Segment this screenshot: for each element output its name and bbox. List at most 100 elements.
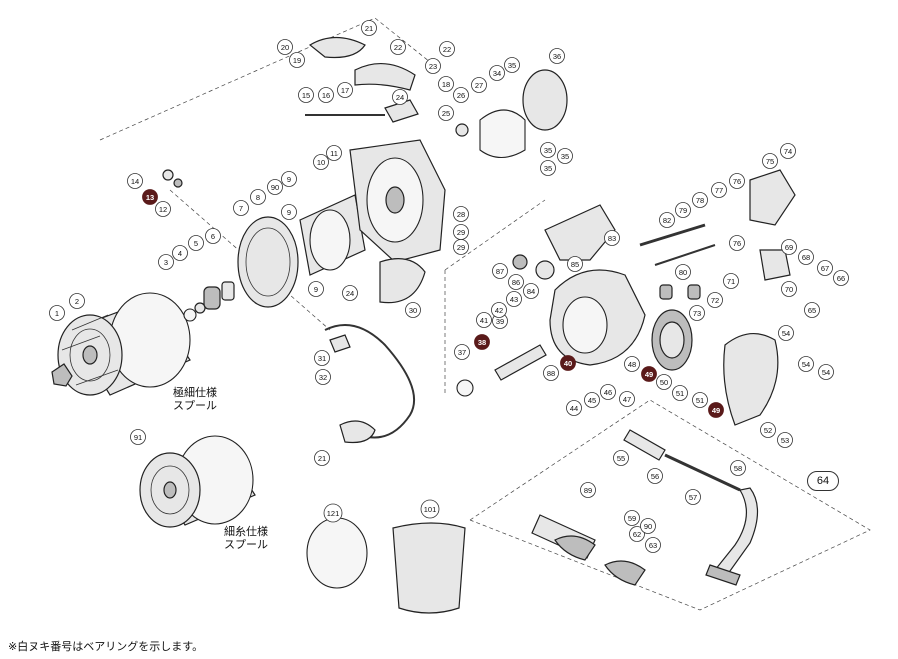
callout-number: 49 (712, 406, 720, 415)
callout-number: 4 (178, 249, 182, 258)
callout-number: 11 (330, 149, 338, 158)
callout-circle (489, 65, 505, 81)
callout-57: 57 (685, 489, 701, 505)
callout-number: 65 (808, 306, 816, 315)
callout-circle (540, 160, 556, 176)
callout-circle (318, 87, 334, 103)
callout-42: 42 (491, 302, 507, 318)
callout-53: 53 (777, 432, 793, 448)
callout-number: 86 (512, 278, 520, 287)
callout-number: 56 (651, 472, 659, 481)
callout-68: 68 (798, 249, 814, 265)
callout-8: 8 (250, 189, 266, 205)
callout-71: 71 (723, 273, 739, 289)
handle-assembly (531, 429, 759, 586)
callout-21: 21 (361, 20, 377, 36)
callout-26: 26 (453, 87, 469, 103)
callout-78: 78 (692, 192, 708, 208)
callout-circle (476, 312, 492, 328)
callout-number: 79 (679, 206, 687, 215)
callout-3: 3 (158, 254, 174, 270)
callout-number: 76 (733, 177, 741, 186)
callout-circle (624, 510, 640, 526)
callout-circle (142, 189, 158, 205)
callout-circle (781, 239, 797, 255)
callout-40: 40 (560, 355, 576, 371)
callout-circle (647, 468, 663, 484)
callout-circle (233, 200, 249, 216)
callout-circle (692, 192, 708, 208)
callout-number: 43 (510, 295, 518, 304)
callout-number: 82 (663, 216, 671, 225)
callout-number: 48 (628, 360, 636, 369)
callout-55: 55 (613, 450, 629, 466)
callout-circle (781, 281, 797, 297)
callout-number: 19 (293, 56, 301, 65)
callout-101: 101 (420, 499, 440, 519)
spool-washers (162, 169, 235, 322)
callout-30: 30 (405, 302, 421, 318)
callout-number: 59 (628, 514, 636, 523)
callout-number: 23 (429, 62, 437, 71)
callout-number: 50 (660, 378, 668, 387)
callout-circle (127, 173, 143, 189)
callout-73: 73 (689, 305, 705, 321)
callout-circle (277, 39, 293, 55)
callout-54: 54 (778, 325, 794, 341)
callout-circle (130, 429, 146, 445)
callout-circle (629, 526, 645, 542)
callout-17: 17 (337, 82, 353, 98)
spool-fine-label: 細糸仕様 スプール (224, 525, 268, 551)
callout-46: 46 (600, 384, 616, 400)
callout-circle (619, 391, 635, 407)
callout-circle (438, 76, 454, 92)
callout-number: 5 (194, 239, 198, 248)
callout-circle (685, 489, 701, 505)
callout-number: 87 (496, 267, 504, 276)
callout-circle (439, 41, 455, 57)
callout-circle (675, 264, 691, 280)
spool-extra-fine-label-line2: スプール (173, 399, 217, 412)
callout-circle (640, 518, 656, 534)
callout-number: 41 (480, 316, 488, 325)
callout-50: 50 (656, 374, 672, 390)
callout-7: 7 (233, 200, 249, 216)
callout-circle (49, 305, 65, 321)
callout-circle (557, 148, 573, 164)
callout-number: 42 (495, 306, 503, 315)
callout-circle (780, 143, 796, 159)
callout-circle (708, 402, 724, 418)
callout-number: 31 (318, 354, 326, 363)
callout-number: 21 (365, 24, 373, 33)
callout-number: 9 (287, 175, 291, 184)
callout-number: 89 (584, 486, 592, 495)
callout-number: 18 (442, 80, 450, 89)
callout-number: 36 (553, 52, 561, 61)
callout-circle (656, 374, 672, 390)
callout-38: 38 (474, 334, 490, 350)
callout-number: 13 (146, 193, 154, 202)
callout-number: 22 (443, 45, 451, 54)
callout-number: 72 (711, 296, 719, 305)
callout-circle (508, 274, 524, 290)
callout-84: 84 (523, 283, 539, 299)
callout-number: 30 (409, 306, 417, 315)
callout-35: 35 (504, 57, 520, 73)
callout-number: 55 (617, 454, 625, 463)
callout-circle (453, 206, 469, 222)
spool-extra-fine-label: 極細仕様 スプール (173, 386, 217, 412)
callout-29: 29 (453, 224, 469, 240)
callout-number: 10 (317, 158, 325, 167)
callout-90: 90 (267, 179, 283, 195)
callout-circle (392, 89, 408, 105)
callout-circle (580, 482, 596, 498)
callout-circle (523, 283, 539, 299)
callout-circle (762, 153, 778, 169)
callout-circle (817, 260, 833, 276)
callout-22: 22 (439, 41, 455, 57)
callout-number: 62 (633, 530, 641, 539)
callout-circle (361, 20, 377, 36)
callout-91: 91 (130, 429, 146, 445)
